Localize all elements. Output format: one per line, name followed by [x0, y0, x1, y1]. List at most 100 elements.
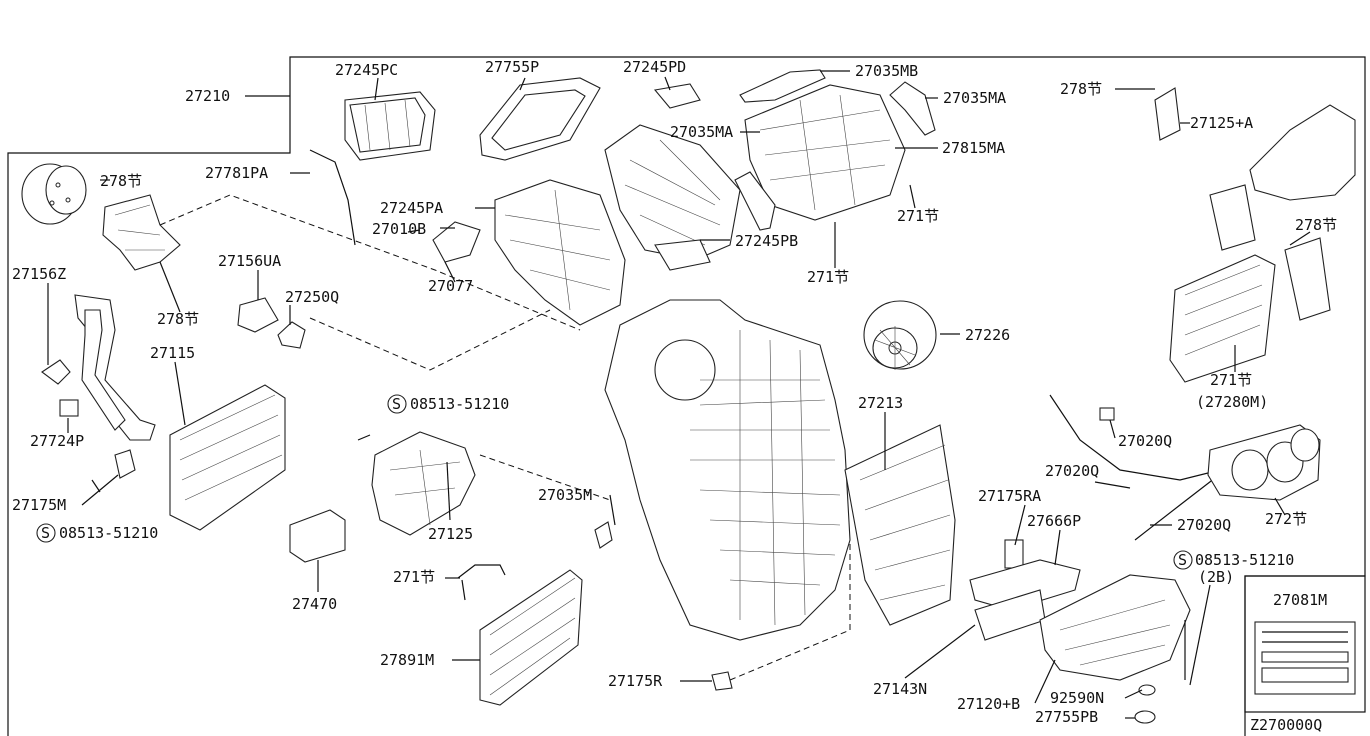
label-plate-frame [1244, 575, 1366, 713]
label-27175r: 27175R [608, 672, 663, 690]
label-27035m: 27035M [538, 486, 592, 504]
label-27891m: 27891M [380, 651, 434, 669]
label-27245pb: 27245PB [735, 232, 798, 250]
label-271-b: 271节 [807, 268, 849, 286]
drain-tray-27120b [1039, 574, 1191, 681]
label-27143n: 27143N [873, 680, 927, 698]
gasket-27755p [479, 77, 601, 161]
leader-lines [47, 70, 1311, 719]
label-27245pa: 27245PA [380, 199, 443, 217]
wire-271 [457, 564, 506, 601]
clip-27156z [41, 359, 71, 385]
label-278-mid: 278节 [157, 310, 199, 328]
clip-27175r [711, 671, 733, 691]
screw-symbol-icon: S [387, 394, 407, 414]
assembly-line [309, 309, 551, 371]
diagram-code: Z270000Q [1250, 716, 1322, 734]
screw-symbol-icon: S [36, 523, 56, 543]
clip-27724p [59, 399, 79, 417]
label-27175m: 27175M [12, 496, 66, 514]
grommet-27755pb [1134, 710, 1156, 724]
label-08513-a: 08513-51210 [410, 395, 509, 413]
label-278-top: 278节 [1060, 80, 1102, 98]
bracket-27156ua [237, 297, 279, 333]
vent-272 [1207, 424, 1321, 501]
label-272: 272节 [1265, 510, 1307, 528]
screw-27010b [407, 229, 421, 233]
label-27175ra: 27175RA [978, 487, 1041, 505]
connector-27020q [1099, 407, 1115, 421]
harness-27666p [969, 559, 1081, 611]
assembly-line [479, 454, 611, 501]
label-278-right: 278节 [1295, 216, 1337, 234]
label-27250q: 27250Q [285, 288, 339, 306]
cable-27020q-b [1134, 477, 1216, 541]
seal-27035m [594, 521, 613, 549]
module-27470 [289, 509, 346, 563]
actuator-27125a [1249, 104, 1356, 201]
label-2b: (2B) [1198, 568, 1234, 586]
label-27245pc: 27245PC [335, 61, 398, 79]
label-27125: 27125 [428, 525, 473, 543]
heater-core-27115 [169, 384, 286, 531]
svg-text:S: S [1178, 551, 1187, 569]
case-27815ma [744, 84, 906, 221]
seal-27035mb [739, 69, 826, 103]
bracket-278-top [1154, 87, 1181, 141]
filter-27891m [479, 569, 583, 706]
label-27156z: 27156Z [12, 265, 66, 283]
label-27020q-c: 27020Q [1177, 516, 1231, 534]
label-27724p: 27724P [30, 432, 84, 450]
evaporator [1169, 184, 1331, 383]
sensor-27250q [277, 321, 306, 349]
label-27781pa: 27781PA [205, 164, 268, 182]
label-27213: 27213 [858, 394, 903, 412]
label-27035ma-top: 27035MA [943, 89, 1006, 107]
bracket-27175ra [1004, 539, 1024, 569]
label-92590n: 92590N [1050, 689, 1104, 707]
label-27755pb: 27755PB [1035, 708, 1098, 726]
label-08513-b: 08513-51210 [59, 524, 158, 542]
label-27020q-b: 27020Q [1045, 462, 1099, 480]
label-27077: 27077 [428, 277, 473, 295]
label-27470: 27470 [292, 595, 337, 613]
label-27115: 27115 [150, 344, 195, 362]
svg-text:S: S [41, 524, 50, 542]
wire-27781pa [309, 149, 356, 246]
screw-symbol-icon: S [1173, 550, 1193, 570]
cable-27020q [1049, 394, 1221, 481]
hvac-main-housing [604, 299, 851, 641]
air-box-pc [344, 91, 436, 161]
label-27666p: 27666P [1027, 512, 1081, 530]
label-27010b: 27010B [372, 220, 426, 238]
label-08513-c: 08513-51210 [1195, 551, 1294, 569]
label-27280m: (27280M) [1196, 393, 1268, 411]
part-labels: 27210 27245PC 27755P 27245PD 27035MB 270… [12, 58, 1337, 734]
label-271-d: 271节 [393, 568, 435, 586]
label-27226: 27226 [965, 326, 1010, 344]
label-27081m: 27081M [1273, 591, 1327, 609]
assembly-line [159, 194, 581, 331]
label-27020q-a: 27020Q [1118, 432, 1172, 450]
lower-duct-assembly [494, 179, 626, 326]
screw-part [357, 434, 371, 441]
label-271-a: 271节 [897, 207, 939, 225]
label-27120b: 27120+B [957, 695, 1020, 713]
label-27035mb: 27035MB [855, 62, 918, 80]
seal-27035ma-mid [734, 171, 776, 231]
screw-part [91, 479, 101, 493]
label-27815ma: 27815MA [942, 139, 1005, 157]
svg-text:S: S [392, 395, 401, 413]
label-27755p: 27755P [485, 58, 539, 76]
label-27125a: 27125+A [1190, 114, 1253, 132]
assembly-line [729, 540, 851, 681]
label-27245pd: 27245PD [623, 58, 686, 76]
blower-motor-27226 [863, 300, 937, 370]
actuator-27077 [432, 221, 481, 263]
label-278-left: 278节 [100, 172, 142, 190]
label-27156ua: 27156UA [218, 252, 281, 270]
panel-27213 [844, 424, 956, 626]
heater-pipes [74, 294, 156, 441]
bracket-27125 [371, 431, 476, 536]
